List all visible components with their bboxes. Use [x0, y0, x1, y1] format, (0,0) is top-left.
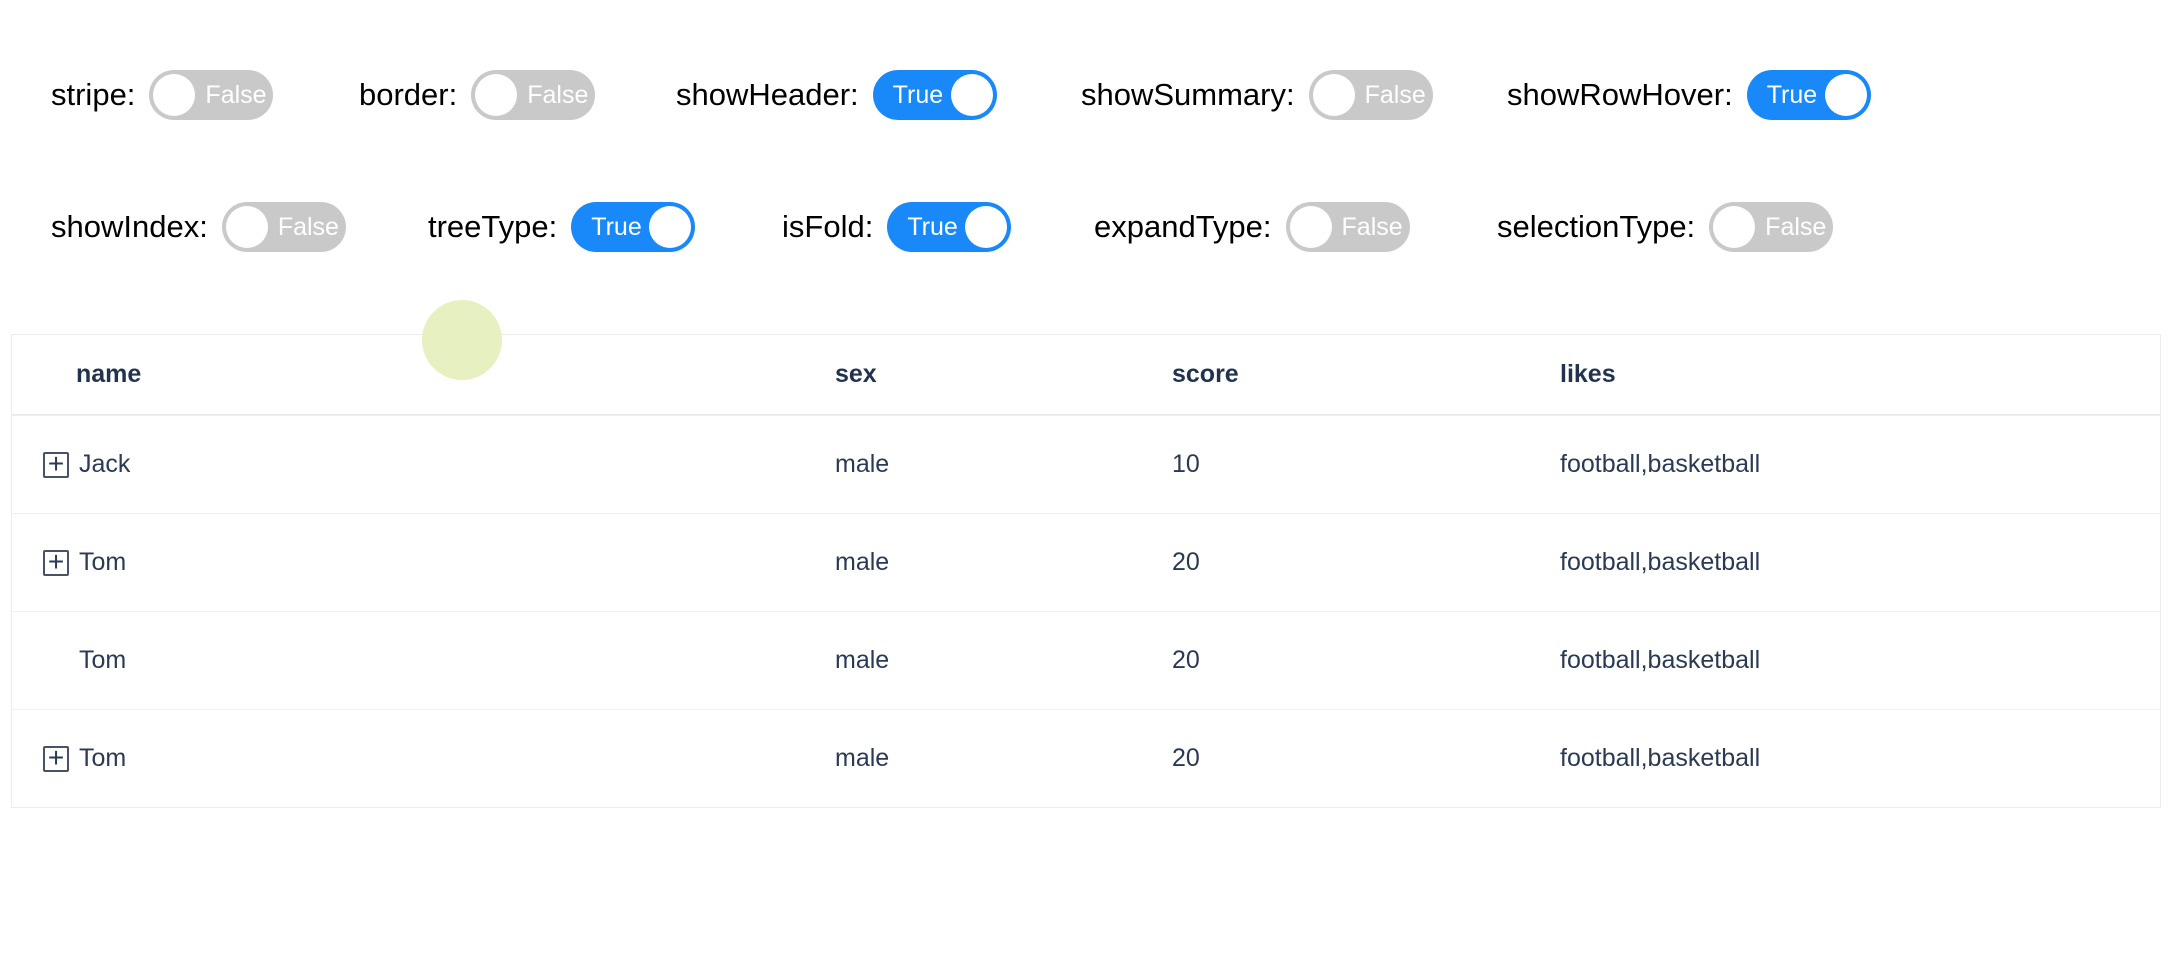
is-fold-label: isFold: [782, 209, 874, 244]
cell-name-text: Tom [79, 548, 127, 576]
cell-sex: male [835, 548, 890, 576]
toggle-knob [225, 206, 268, 248]
toggle-knob [965, 206, 1008, 248]
show-index-toggle[interactable]: False [221, 202, 346, 252]
border-label: border: [359, 77, 458, 112]
cell-likes: football,basketball [1560, 646, 1761, 674]
toggle-knob [649, 206, 692, 248]
cell-score: 20 [1172, 744, 1200, 772]
toggle-group-stripe: stripe: False [51, 70, 274, 120]
tree-type-label: treeType: [428, 209, 558, 244]
cell-name: + Tom [12, 548, 811, 577]
table-header-row: name sex score likes [12, 335, 2160, 415]
show-index-label: showIndex: [51, 209, 208, 244]
is-fold-toggle-state: True [907, 213, 958, 241]
toggle-knob [153, 74, 196, 116]
cell-name: + Jack [12, 450, 811, 479]
cell-likes: football,basketball [1560, 548, 1761, 576]
toggle-group-is-fold: isFold: True [782, 202, 1012, 252]
expand-type-label: expandType: [1094, 209, 1272, 244]
toggle-group-show-row-hover: showRowHover: True [1507, 70, 1871, 120]
border-toggle[interactable]: False [471, 70, 596, 120]
cell-score: 10 [1172, 450, 1200, 478]
cell-name-text: Jack [79, 450, 131, 478]
column-header-likes: likes [1539, 335, 2160, 415]
toggle-knob [475, 74, 518, 116]
plus-glyph: + [47, 450, 65, 479]
toggle-group-expand-type: expandType: False [1094, 202, 1410, 252]
cell-sex: male [835, 744, 890, 772]
show-header-toggle[interactable]: True [872, 70, 997, 120]
show-index-toggle-state: False [277, 213, 339, 241]
cell-name: + Tom [12, 744, 811, 773]
selection-type-toggle-state: False [1765, 213, 1827, 241]
click-highlight-circle [422, 300, 502, 380]
cell-score: 20 [1172, 646, 1200, 674]
tree-type-toggle[interactable]: True [571, 202, 696, 252]
cell-name: + Tom [12, 646, 811, 675]
toggle-knob [1289, 206, 1332, 248]
cell-sex: male [835, 646, 890, 674]
selection-type-label: selectionType: [1497, 209, 1696, 244]
expand-plus-icon[interactable]: + [43, 450, 69, 479]
show-header-label: showHeader: [676, 77, 859, 112]
cell-name-text: Tom [79, 646, 127, 674]
column-header-score: score [1151, 335, 1539, 415]
stripe-label: stripe: [51, 77, 136, 112]
toggle-knob [1713, 206, 1756, 248]
show-row-hover-label: showRowHover: [1507, 77, 1733, 112]
data-table: name sex score likes + Jack male 10 foot… [11, 334, 2161, 808]
stripe-toggle[interactable]: False [149, 70, 274, 120]
table-row[interactable]: + Tom male 20 football,basketball [12, 709, 2160, 807]
border-toggle-state: False [527, 81, 589, 109]
toggle-group-selection-type: selectionType: False [1497, 202, 1834, 252]
cell-likes: football,basketball [1560, 450, 1761, 478]
toggle-knob [1312, 74, 1355, 116]
toggle-group-show-header: showHeader: True [676, 70, 997, 120]
column-header-name: name [12, 335, 811, 415]
column-header-sex: sex [811, 335, 1151, 415]
show-row-hover-toggle-state: True [1766, 81, 1818, 109]
show-summary-toggle-state: False [1364, 81, 1426, 109]
is-fold-toggle[interactable]: True [887, 202, 1012, 252]
toggle-knob [1824, 74, 1867, 116]
expand-plus-icon[interactable]: + [43, 548, 69, 577]
expand-type-toggle-state: False [1341, 213, 1403, 241]
show-row-hover-toggle[interactable]: True [1746, 70, 1871, 120]
show-summary-label: showSummary: [1081, 77, 1295, 112]
cell-sex: male [835, 450, 890, 478]
cell-likes: football,basketball [1560, 744, 1761, 772]
show-summary-toggle[interactable]: False [1308, 70, 1433, 120]
table-row-child[interactable]: + Tom male 20 football,basketball [12, 611, 2160, 709]
table-row[interactable]: + Tom male 20 football,basketball [12, 513, 2160, 611]
expand-type-toggle[interactable]: False [1285, 202, 1410, 252]
toggle-group-border: border: False [359, 70, 596, 120]
table-row[interactable]: + Jack male 10 football,basketball [12, 415, 2160, 513]
show-header-toggle-state: True [892, 81, 944, 109]
toggle-group-tree-type: treeType: True [428, 202, 696, 252]
plus-glyph: + [47, 548, 65, 577]
toggle-knob [950, 74, 993, 116]
plus-glyph: + [47, 744, 65, 773]
toggle-group-show-index: showIndex: False [51, 202, 346, 252]
expand-plus-icon[interactable]: + [43, 744, 69, 773]
cell-name-text: Tom [79, 744, 127, 772]
tree-type-toggle-state: True [591, 213, 642, 241]
selection-type-toggle[interactable]: False [1709, 202, 1834, 252]
toggle-group-show-summary: showSummary: False [1081, 70, 1433, 120]
cell-score: 20 [1172, 548, 1200, 576]
stripe-toggle-state: False [205, 81, 267, 109]
